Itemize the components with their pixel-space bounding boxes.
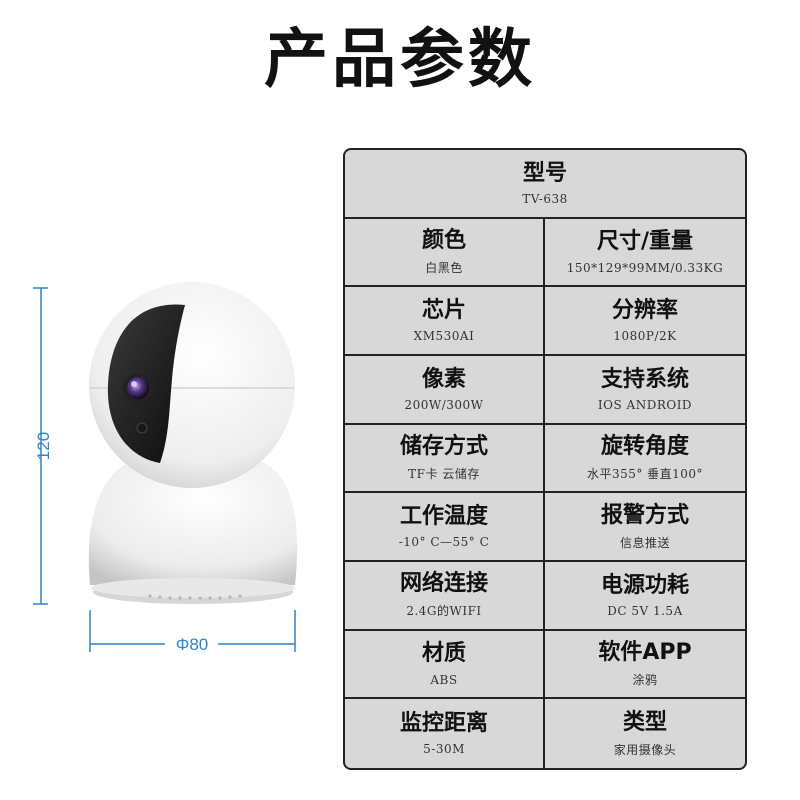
spec-cell-alarm: 报警方式 信息推送: [545, 493, 745, 562]
spec-cell-type: 类型 家用摄像头: [545, 699, 745, 768]
spec-label: 电源功耗: [600, 572, 689, 598]
spec-cell-temperature: 工作温度 -10° C—55° C: [345, 493, 545, 562]
width-label: Φ80: [176, 635, 208, 654]
spec-value: 1080P/2K: [613, 329, 677, 344]
camera-illustration: 120 Φ80: [33, 282, 298, 654]
spec-cell-storage: 储存方式 TF卡 云储存: [345, 424, 545, 494]
spec-label: 材质: [421, 641, 466, 667]
spec-value: 150*129*99MM/0.33KG: [566, 260, 724, 275]
spec-value: DC 5V 1.5A: [607, 603, 683, 618]
spec-label: 尺寸/重量: [596, 229, 694, 255]
width-dimension: [89, 610, 296, 652]
spec-cell-power: 电源功耗 DC 5V 1.5A: [545, 562, 745, 631]
spec-table: 型号 TV-638 颜色 白黑色 尺寸/重量 150*129*99MM/0.33…: [343, 148, 747, 770]
spec-label: 报警方式: [600, 502, 689, 528]
spec-cell-resolution: 分辨率 1080P/2K: [545, 287, 745, 356]
spec-value: TV-638: [522, 191, 568, 206]
spec-label: 储存方式: [399, 433, 488, 459]
spec-value: 信息推送: [619, 535, 670, 550]
spec-label: 旋转角度: [600, 433, 689, 459]
spec-label: 分辨率: [611, 298, 678, 323]
base-vent-dots: [148, 594, 242, 600]
spec-label: 芯片: [421, 298, 466, 323]
spec-label: 网络连接: [399, 571, 488, 597]
spec-label: 支持系统: [600, 366, 689, 392]
height-label: 120: [34, 432, 53, 460]
sensor-icon: [136, 422, 148, 434]
spec-cell-chip: 芯片 XM530AI: [345, 287, 545, 356]
spec-cell-supported-systems: 支持系统 IOS ANDROID: [545, 356, 745, 425]
spec-cell-rotation: 旋转角度 水平355° 垂直100°: [545, 425, 745, 494]
spec-value: XM530AI: [413, 329, 475, 344]
spec-value: IOS ANDROID: [597, 397, 693, 412]
camera-base: [88, 462, 298, 585]
spec-cell-material: 材质 ABS: [345, 630, 545, 700]
spec-value: ABS: [430, 672, 458, 687]
lens-icon: [127, 377, 149, 399]
spec-cell-pixels: 像素 200W/300W: [345, 355, 545, 425]
spec-value: 家用摄像头: [613, 742, 677, 757]
spec-value: 200W/300W: [404, 397, 484, 412]
spec-label: 软件APP: [598, 639, 692, 665]
spec-value: 2.4G的WIFI: [406, 604, 482, 619]
spec-cell-distance: 监控距离 5-30M: [345, 699, 545, 768]
spec-label: 监控距离: [399, 711, 488, 736]
spec-value: 水平355° 垂直100°: [586, 467, 704, 482]
spec-label: 像素: [421, 366, 466, 392]
height-dimension: [33, 287, 48, 605]
spec-cell-model: 型号 TV-638: [345, 150, 745, 219]
spec-label: 类型: [622, 709, 667, 735]
spec-value: -10° C—55° C: [398, 535, 490, 550]
spec-value: TF卡 云储存: [408, 467, 480, 482]
spec-label: 型号: [522, 160, 567, 186]
spec-cell-size-weight: 尺寸/重量 150*129*99MM/0.33KG: [545, 219, 745, 288]
page-title: 产品参数: [264, 23, 536, 97]
spec-cell-color: 颜色 白黑色: [345, 218, 545, 288]
spec-cell-app: 软件APP 涂鸦: [545, 631, 745, 700]
spec-label: 颜色: [421, 227, 466, 253]
spec-cell-network: 网络连接 2.4G的WIFI: [345, 561, 545, 631]
spec-value: 涂鸦: [632, 673, 658, 688]
spec-label: 工作温度: [399, 504, 488, 529]
spec-value: 白黑色: [425, 261, 463, 276]
spec-value: 5-30M: [423, 742, 465, 757]
